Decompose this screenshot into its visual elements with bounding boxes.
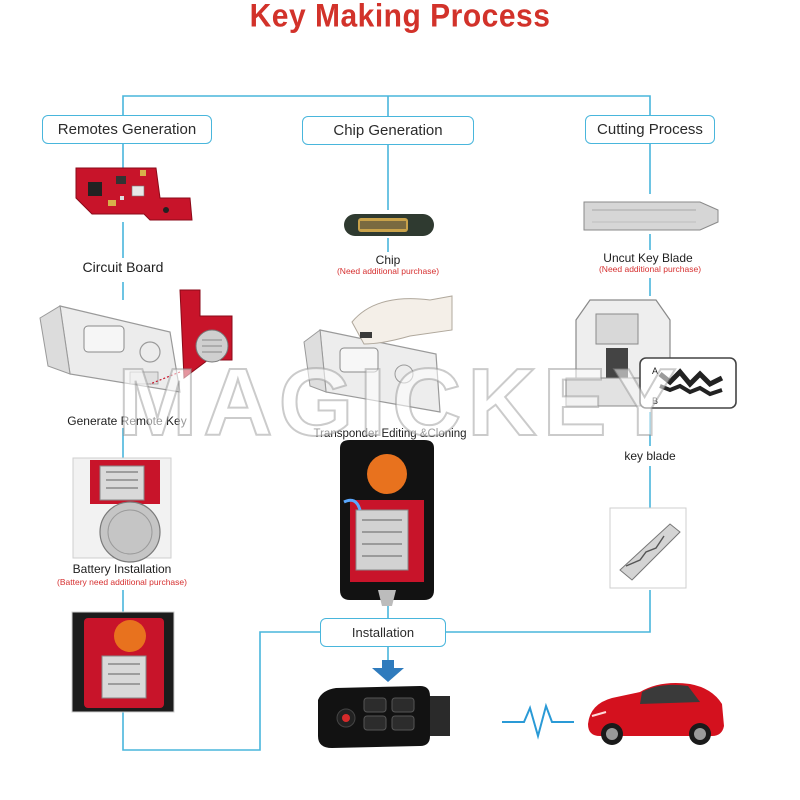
groove-a-label: A: [651, 366, 658, 376]
battery-note: (Battery need additional purchase): [57, 577, 187, 587]
chip-note: (Need additional purchase): [336, 266, 440, 276]
diagram-title: Key Making Process: [249, 0, 551, 35]
remotes-generation-label: Remotes Generation: [42, 115, 212, 144]
chip-caption: Chip: [375, 253, 401, 267]
key-blade-caption: key blade: [624, 449, 676, 463]
chip-generation-label: Chip Generation: [302, 116, 474, 145]
circuit-board-caption: Circuit Board: [82, 259, 164, 275]
cutting-process-label: Cutting Process: [585, 115, 715, 144]
uncut-blade-caption: Uncut Key Blade: [603, 251, 693, 265]
battery-caption: Battery Installation: [72, 562, 172, 576]
watermark: MAGICKEY: [116, 348, 683, 457]
groove-b-label: B: [651, 396, 658, 406]
generate-remote-caption: Generate Remote Key: [67, 414, 187, 428]
uncut-blade-note: (Need additional purchase): [598, 264, 702, 274]
transponder-caption: Transponder Editing &Cloning: [313, 428, 467, 440]
installation-label: Installation: [320, 618, 446, 647]
